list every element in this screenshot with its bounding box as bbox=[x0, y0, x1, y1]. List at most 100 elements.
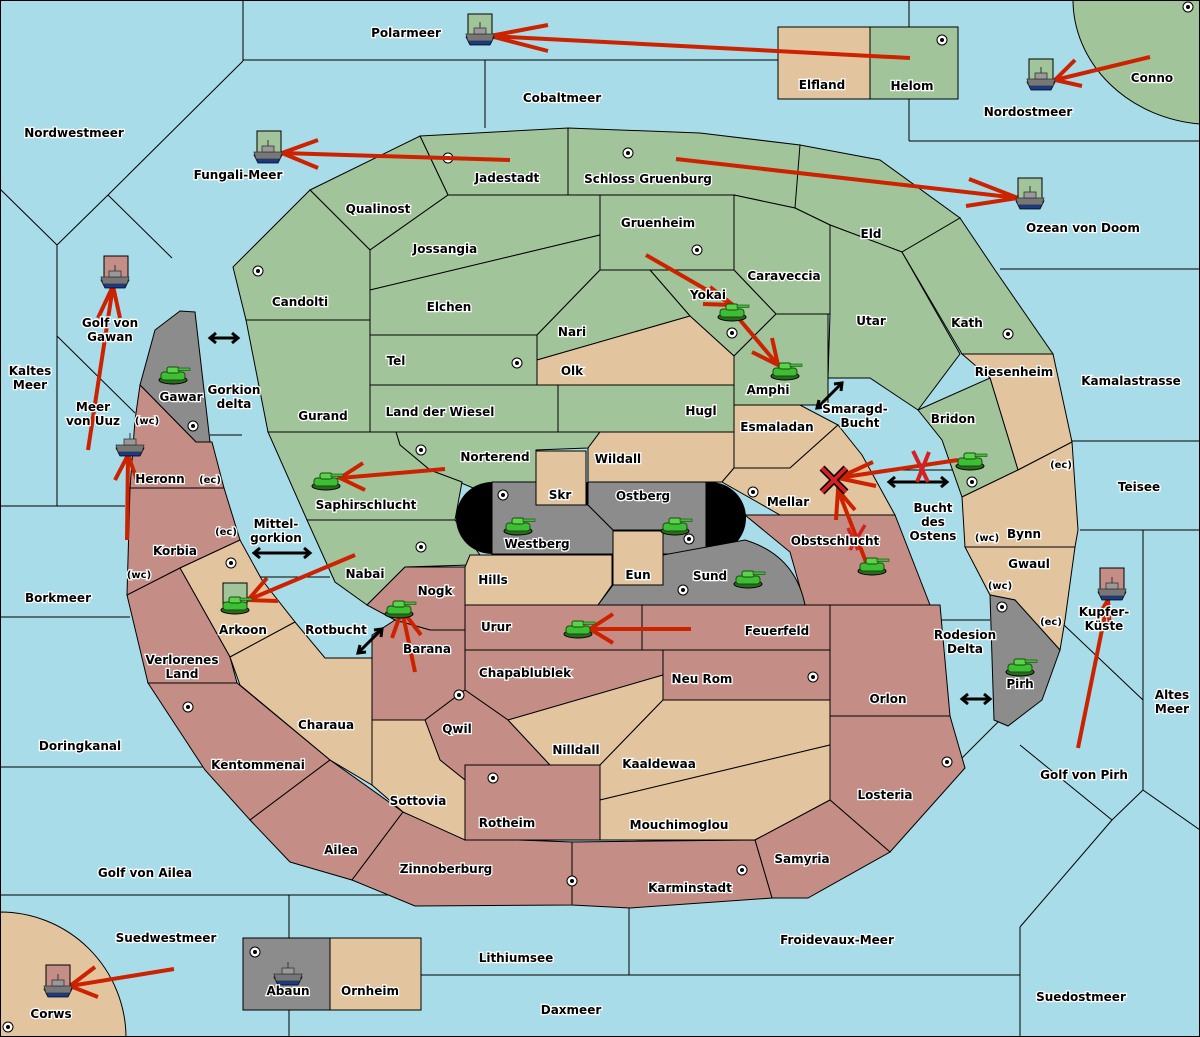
territory-label: Barana bbox=[403, 642, 451, 656]
territory-skr[interactable] bbox=[535, 450, 587, 506]
order-arrow bbox=[281, 151, 511, 162]
sea-label: Lithiumsee bbox=[479, 951, 554, 965]
territory-label: Kentommenai bbox=[211, 758, 305, 772]
sea-label: Gawan bbox=[87, 330, 133, 344]
sea-label: Kamalastrasse bbox=[1081, 374, 1181, 388]
territory-label: Land der Wiesel bbox=[386, 405, 495, 419]
territory-label: Saphirschlucht bbox=[316, 498, 417, 512]
territory-label: Kaaldewaa bbox=[622, 757, 696, 771]
sea-label: Golf von Pirh bbox=[1040, 768, 1128, 782]
territory-label: Hills bbox=[478, 573, 508, 587]
order-arrow bbox=[247, 553, 356, 602]
territory-label: Gawar bbox=[159, 390, 202, 404]
territory-label: Amphi bbox=[746, 383, 789, 397]
territory-elfland[interactable] bbox=[777, 26, 871, 100]
territory-label: Feuerfeld bbox=[745, 624, 810, 638]
sea-label: Daxmeer bbox=[541, 1003, 602, 1017]
sea-label: Altes bbox=[1155, 688, 1189, 702]
territory-label: Chapablublek bbox=[479, 666, 572, 680]
coast-label-west: (wc) bbox=[127, 570, 151, 581]
territory-label: Candolti bbox=[272, 295, 328, 309]
territory-label: Arkoon bbox=[219, 623, 267, 637]
territory-label: Riesenheim bbox=[975, 365, 1054, 379]
sea-label: Suedwestmeer bbox=[116, 931, 217, 945]
failed-order-markers bbox=[819, 450, 931, 551]
territory-label: Pirh bbox=[1006, 677, 1033, 691]
territory-label: Schloss Gruenburg bbox=[584, 172, 712, 186]
territory-label: Karminstadt bbox=[648, 881, 732, 895]
territory-label: Jadestadt bbox=[474, 171, 540, 185]
territory-mellar[interactable] bbox=[721, 424, 896, 516]
territory-label: Obstschlucht bbox=[791, 534, 880, 548]
territory-label: Gwaul bbox=[1008, 557, 1050, 571]
territory-label: Nabai bbox=[346, 567, 385, 581]
territory-karminstadt[interactable] bbox=[571, 839, 773, 909]
sea-label: Suedostmeer bbox=[1036, 990, 1126, 1004]
territory-label: Losteria bbox=[857, 788, 912, 802]
sea-label: Doringkanal bbox=[39, 739, 121, 753]
territory-label: Sottovia bbox=[390, 794, 447, 808]
coast-label-east: (ec) bbox=[215, 527, 237, 538]
sea-label: des bbox=[921, 515, 945, 529]
sea-label: Küste bbox=[1085, 619, 1124, 633]
order-arrow bbox=[836, 489, 868, 563]
territory-eun[interactable] bbox=[612, 530, 664, 586]
order-arrow bbox=[675, 157, 1019, 200]
arrowhead bbox=[335, 461, 366, 492]
sea-label: Rotbucht bbox=[305, 623, 367, 637]
territory-ornheim[interactable] bbox=[329, 937, 422, 1011]
territory-label: Wildall bbox=[595, 452, 641, 466]
territory-label: Samyria bbox=[774, 852, 829, 866]
sea-label: Golf von Ailea bbox=[98, 866, 192, 880]
sea-label: Teisee bbox=[1118, 480, 1160, 494]
territory-label: Westberg bbox=[504, 537, 569, 551]
sea-label: Kaltes bbox=[9, 364, 52, 378]
coast-label-east: (ec) bbox=[1050, 460, 1072, 471]
coast-label-east: (ec) bbox=[1040, 617, 1062, 628]
territory-candolti[interactable] bbox=[232, 189, 371, 321]
territory-label: Elchen bbox=[427, 300, 472, 314]
order-arrow bbox=[837, 458, 959, 480]
territory-label: Bridon bbox=[931, 412, 976, 426]
territory-gruenheim[interactable] bbox=[599, 194, 735, 271]
territory-label: Ornheim bbox=[341, 984, 399, 998]
territory-verlorenes-land[interactable] bbox=[126, 567, 238, 684]
territory-label: Urur bbox=[481, 620, 511, 634]
territory-label: Heronn bbox=[135, 472, 184, 486]
territory-label: Nogk bbox=[418, 584, 454, 598]
coast-label-east: (ec) bbox=[199, 475, 221, 486]
territory-label: Charaua bbox=[298, 718, 354, 732]
sea-label: Golf von bbox=[82, 316, 138, 330]
territory-label: Qwil bbox=[442, 722, 472, 736]
sea-label: von Uuz bbox=[66, 414, 120, 428]
territory-sund[interactable] bbox=[597, 539, 806, 606]
arrowhead bbox=[751, 337, 781, 369]
sea-label: Fungali-Meer bbox=[194, 168, 283, 182]
units bbox=[43, 13, 1127, 998]
territory-label: Jossangia bbox=[412, 242, 477, 256]
sea-label: Froidevaux-Meer bbox=[780, 933, 894, 947]
territory-label: Kath bbox=[951, 316, 983, 330]
coast-label-west: (wc) bbox=[975, 533, 999, 544]
order-arrow bbox=[69, 967, 175, 988]
territory-label: Helom bbox=[890, 79, 933, 93]
territory-label: Land bbox=[166, 667, 199, 681]
sea-label: Delta bbox=[947, 642, 983, 656]
territory-labels: Elfland Helom Conno Jadestadt Schloss Gr… bbox=[29, 70, 1174, 1023]
territory-label: Skr bbox=[549, 488, 572, 502]
territory-label: Norterend bbox=[460, 450, 529, 464]
sea-label: Cobaltmeer bbox=[523, 91, 601, 105]
sea-label: Mittel- bbox=[254, 517, 299, 531]
territory-kath[interactable] bbox=[901, 217, 1054, 355]
sea-label: Meer bbox=[13, 378, 47, 392]
territory-label: Elfland bbox=[799, 78, 845, 92]
territory-label: Korbia bbox=[153, 544, 197, 558]
order-arrow bbox=[645, 253, 734, 307]
sea-label: Ozean von Doom bbox=[1026, 221, 1140, 235]
sea-label: Kupfer- bbox=[1079, 605, 1129, 619]
territory-label: Ailea bbox=[324, 843, 358, 857]
order-arrow bbox=[1076, 599, 1110, 749]
sea-label: Meer bbox=[1155, 702, 1189, 716]
sea-label: Nordwestmeer bbox=[24, 126, 124, 140]
